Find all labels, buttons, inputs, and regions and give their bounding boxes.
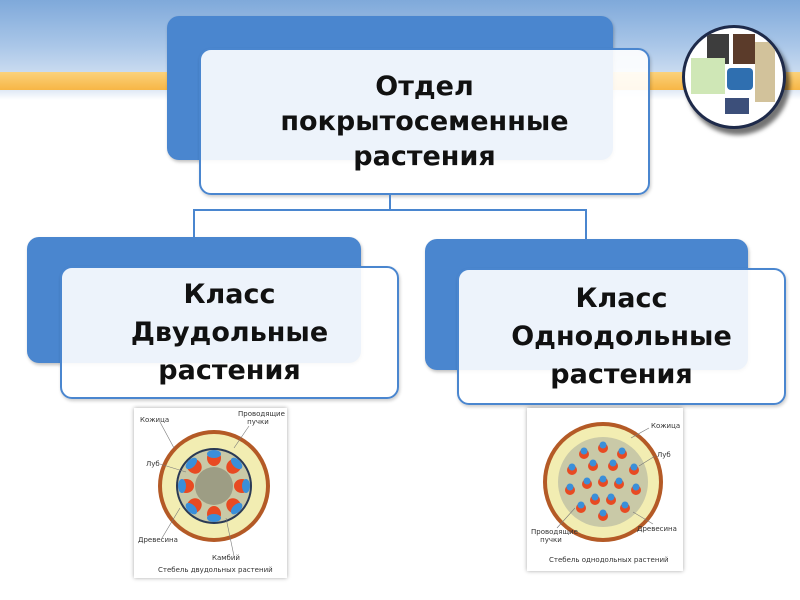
monocot-vascular-bundles — [565, 441, 641, 521]
monocot-stem-cross-section — [543, 422, 663, 542]
logo-book-icon — [727, 68, 753, 90]
logo-manuscript-icon — [755, 42, 775, 102]
dicot-pith — [195, 467, 233, 505]
connector-vertical-root — [389, 193, 391, 211]
monocot-label-wood: Древесина — [637, 525, 677, 533]
dicot-stem-cross-section — [158, 421, 270, 557]
monocot-label-bundles: Проводящие пучки — [531, 528, 578, 544]
right-class-line1: Класс — [575, 282, 668, 314]
logo-portrait-icon — [707, 34, 729, 64]
root-node-line2: покрытосеменные — [280, 106, 569, 137]
left-class-line1: Класс — [183, 278, 276, 310]
dicot-label-skin: Кожица — [140, 416, 170, 424]
root-node-line3: растения — [353, 141, 496, 172]
left-class-line2: Двудольные — [130, 316, 329, 348]
root-node-line1: Отдел — [375, 71, 474, 102]
dicot-label-bundles: Проводящие пучки — [238, 410, 285, 426]
monocot-caption: Стебель однодольных растений — [549, 556, 669, 564]
logo-emblem — [682, 25, 786, 129]
left-class-line3: растения — [158, 354, 301, 386]
logo-device-icon — [725, 98, 749, 114]
dicot-label-wood: Древесина — [138, 536, 178, 544]
logo-portrait-icon — [733, 34, 755, 64]
connector-vertical-left — [193, 209, 195, 237]
dicot-label-cambium: Камбий — [212, 554, 240, 562]
monocot-stem-diagram: Кожица Луб Проводящие пучки Древесина Ст… — [527, 408, 683, 571]
left-class-node: Класс Двудольные растения — [60, 266, 399, 399]
logo-diagram-icon — [691, 58, 725, 94]
dicot-vascular-bundles — [178, 450, 250, 522]
right-class-line2: Однодольные — [511, 320, 732, 352]
monocot-label-skin: Кожица — [651, 422, 681, 430]
root-node: Отдел покрытосеменные растения — [199, 48, 650, 195]
right-class-line3: растения — [550, 358, 693, 390]
dicot-label-phloem: Луб — [146, 460, 160, 468]
connector-vertical-right — [585, 209, 587, 239]
dicot-caption: Стебель двудольных растений — [158, 566, 273, 574]
right-class-node: Класс Однодольные растения — [457, 268, 786, 405]
dicot-stem-diagram: Проводящие пучки Кожица Луб Древесина Ка… — [134, 408, 287, 578]
connector-horizontal — [193, 209, 587, 211]
monocot-label-phloem: Луб — [657, 451, 671, 459]
